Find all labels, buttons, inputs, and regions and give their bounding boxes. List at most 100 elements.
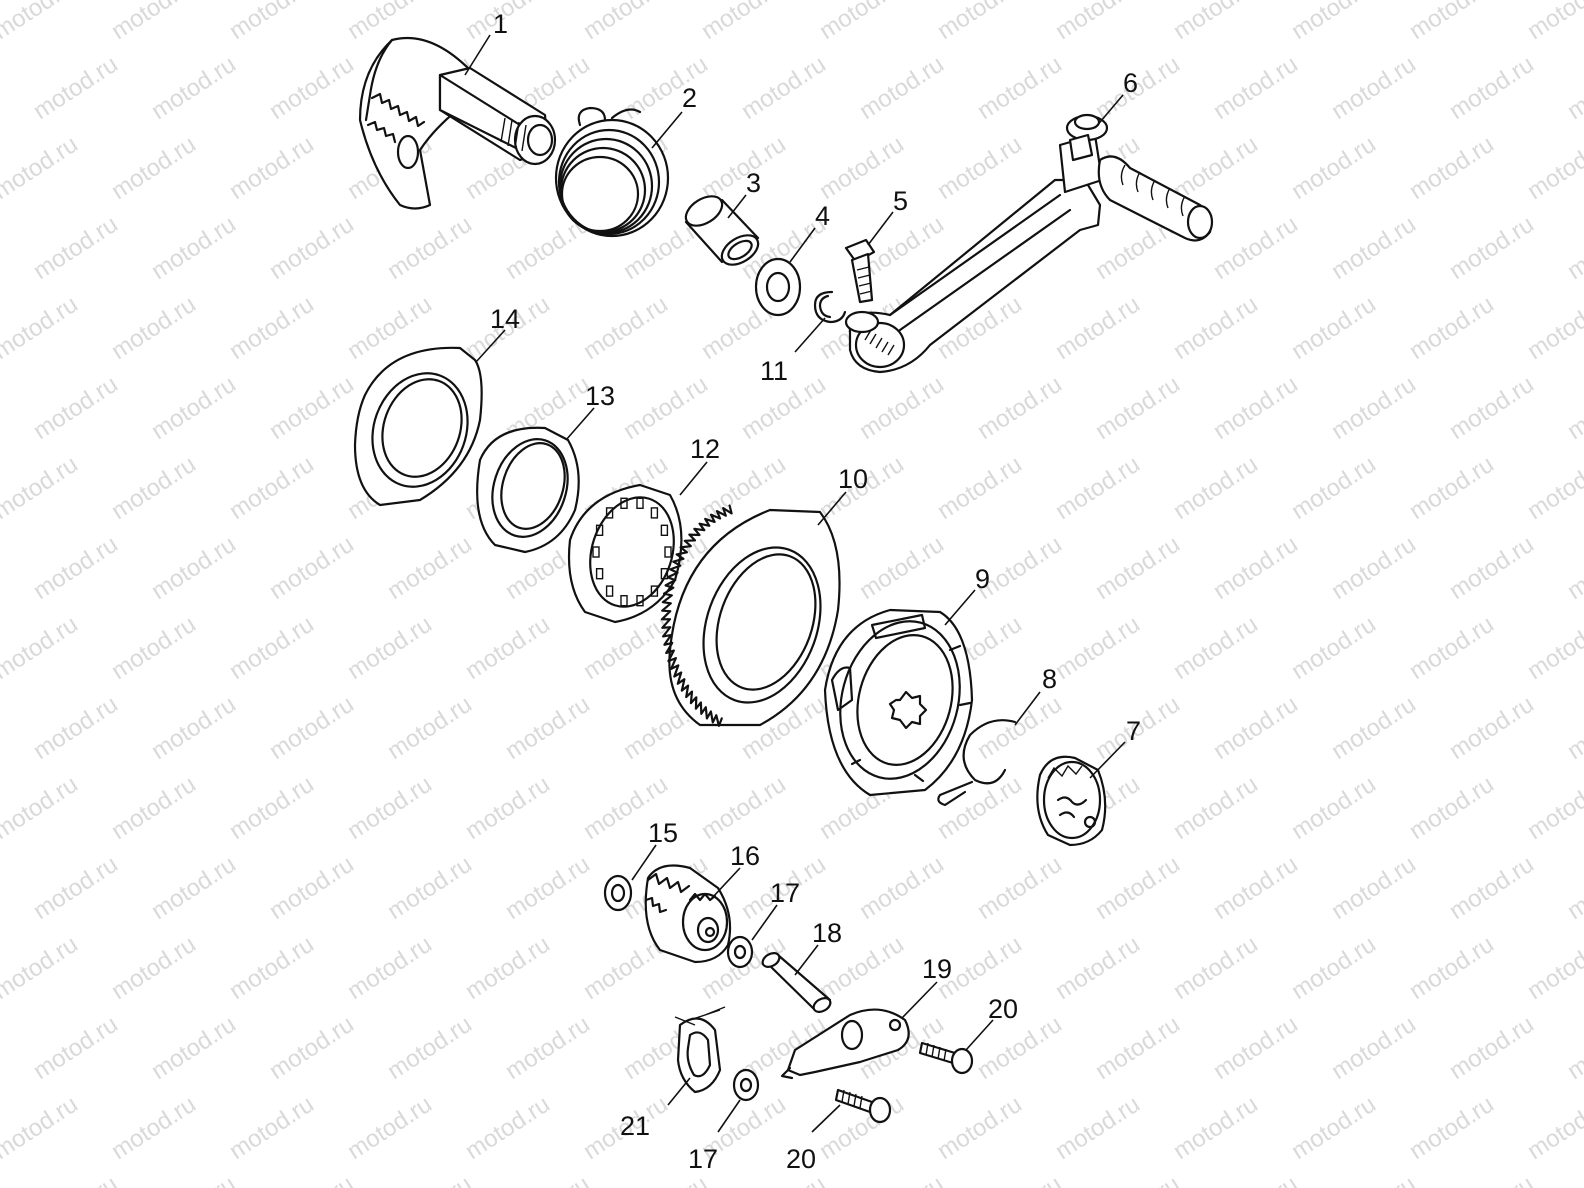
needle-slot xyxy=(664,546,672,558)
leader-lines xyxy=(464,34,1126,1133)
watermark-text: motod.ru xyxy=(1091,1011,1185,1085)
part-12-needle-bearing xyxy=(567,483,683,624)
needle-slot xyxy=(620,595,628,607)
watermark-text: motod.ru xyxy=(1287,0,1381,45)
watermark-text: motod.ru xyxy=(1445,531,1539,605)
watermark-text: motod.ru xyxy=(1445,691,1539,765)
label-13: 13 xyxy=(585,381,615,411)
watermark-text: motod.ru xyxy=(1287,451,1381,525)
watermark-text: motod.ru xyxy=(29,1011,123,1085)
watermark-text: motod.ru xyxy=(501,1011,595,1085)
watermark-text: motod.ru xyxy=(1209,1171,1303,1188)
watermark-text: motod.ru xyxy=(1563,211,1584,285)
needle-slot xyxy=(660,524,669,536)
watermark-text: motod.ru xyxy=(343,1091,437,1165)
part-10-ring-gear xyxy=(660,504,841,727)
ring-gear-teeth xyxy=(660,504,733,727)
watermark-text: motod.ru xyxy=(1523,131,1584,205)
watermark-text: motod.ru xyxy=(855,1171,949,1188)
watermark-text: motod.ru xyxy=(973,371,1067,445)
label-18: 18 xyxy=(812,918,842,948)
needle-slot xyxy=(636,497,644,509)
needle-slot xyxy=(650,585,659,597)
watermark-text: motod.ru xyxy=(0,1091,83,1165)
watermark-text: motod.ru xyxy=(1051,291,1145,365)
watermark-text: motod.ru xyxy=(1209,51,1303,125)
watermark-text: motod.ru xyxy=(697,0,791,45)
watermark-text: motod.ru xyxy=(501,851,595,925)
watermark-text: motod.ru xyxy=(697,771,791,845)
watermark-text: motod.ru xyxy=(1563,851,1584,925)
watermark-text: motod.ru xyxy=(855,51,949,125)
watermark-text: motod.ru xyxy=(147,1011,241,1085)
watermark-text: motod.ru xyxy=(0,851,5,925)
watermark-text: motod.ru xyxy=(0,211,5,285)
part-7-cam xyxy=(1036,755,1107,847)
watermark-text: motod.ru xyxy=(1169,291,1263,365)
watermark-text: motod.ru xyxy=(383,851,477,925)
watermark-text: motod.ru xyxy=(737,1171,831,1188)
watermark-text: motod.ru xyxy=(0,771,83,845)
watermark-text: motod.ru xyxy=(737,51,831,125)
watermark-text: motod.ru xyxy=(147,1171,241,1188)
part-14-outer-ring xyxy=(353,346,483,507)
label-21: 21 xyxy=(620,1111,650,1141)
part-20-bolt-lower xyxy=(834,1088,892,1124)
watermark-text: motod.ru xyxy=(1209,691,1303,765)
watermark-text: motod.ru xyxy=(225,291,319,365)
watermark-text: motod.ru xyxy=(461,1091,555,1165)
needle-slot xyxy=(595,568,604,580)
watermark-text: motod.ru xyxy=(147,51,241,125)
part-17-washer-upper xyxy=(726,935,754,969)
part-6-kick-lever xyxy=(844,113,1214,374)
watermark-text: motod.ru xyxy=(1287,291,1381,365)
part-21-guide xyxy=(674,1006,726,1094)
watermark-text: motod.ru xyxy=(29,1171,123,1188)
gear-teeth xyxy=(660,504,733,727)
watermark-text: motod.ru xyxy=(461,771,555,845)
watermark-text: motod.ru xyxy=(147,851,241,925)
label-17-upper: 17 xyxy=(770,878,800,908)
part-16-pinion-gear xyxy=(644,864,732,964)
watermark-text: motod.ru xyxy=(1169,451,1263,525)
watermark-text: motod.ru xyxy=(1405,771,1499,845)
watermark-text: motod.ru xyxy=(225,611,319,685)
label-1: 1 xyxy=(493,9,508,39)
watermark-text: motod.ru xyxy=(1563,531,1584,605)
watermark-text: motod.ru xyxy=(933,451,1027,525)
watermark-text: motod.ru xyxy=(579,611,673,685)
watermark-text: motod.ru xyxy=(0,611,83,685)
watermark-text: motod.ru xyxy=(1563,51,1584,125)
watermark-text: motod.ru xyxy=(107,611,201,685)
watermark-text: motod.ru xyxy=(1523,0,1584,45)
part-15-washer xyxy=(603,874,633,912)
watermark-text: motod.ru xyxy=(1287,931,1381,1005)
watermark-text: motod.ru xyxy=(147,211,241,285)
watermark-text: motod.ru xyxy=(1169,131,1263,205)
watermark-text: motod.ru xyxy=(1169,0,1263,45)
needle-slot xyxy=(636,595,644,607)
watermark-text: motod.ru xyxy=(1563,1171,1584,1188)
watermark-text: motod.ru xyxy=(29,851,123,925)
watermark-text: motod.ru xyxy=(1209,531,1303,605)
watermark-text: motod.ru xyxy=(933,0,1027,45)
watermark-text: motod.ru xyxy=(1327,51,1421,125)
watermark-text: motod.ru xyxy=(855,851,949,925)
watermark-text: motod.ru xyxy=(0,931,83,1005)
watermark-text: motod.ru xyxy=(1523,1091,1584,1165)
watermark-text: motod.ru xyxy=(1405,131,1499,205)
watermark-text: motod.ru xyxy=(29,691,123,765)
watermark-text: motod.ru xyxy=(225,451,319,525)
watermark-text: motod.ru xyxy=(1327,531,1421,605)
watermark-text: motod.ru xyxy=(1287,611,1381,685)
watermark-text: motod.ru xyxy=(1209,851,1303,925)
watermark-text: motod.ru xyxy=(1563,1011,1584,1085)
watermark-text: motod.ru xyxy=(265,211,359,285)
watermark-text: motod.ru xyxy=(1405,611,1499,685)
watermark-text: motod.ru xyxy=(815,0,909,45)
watermark-text: motod.ru xyxy=(1091,531,1185,605)
watermark-text: motod.ru xyxy=(1091,851,1185,925)
needle-slot xyxy=(660,568,669,580)
watermark-text: motod.ru xyxy=(461,931,555,1005)
label-8: 8 xyxy=(1042,664,1057,694)
